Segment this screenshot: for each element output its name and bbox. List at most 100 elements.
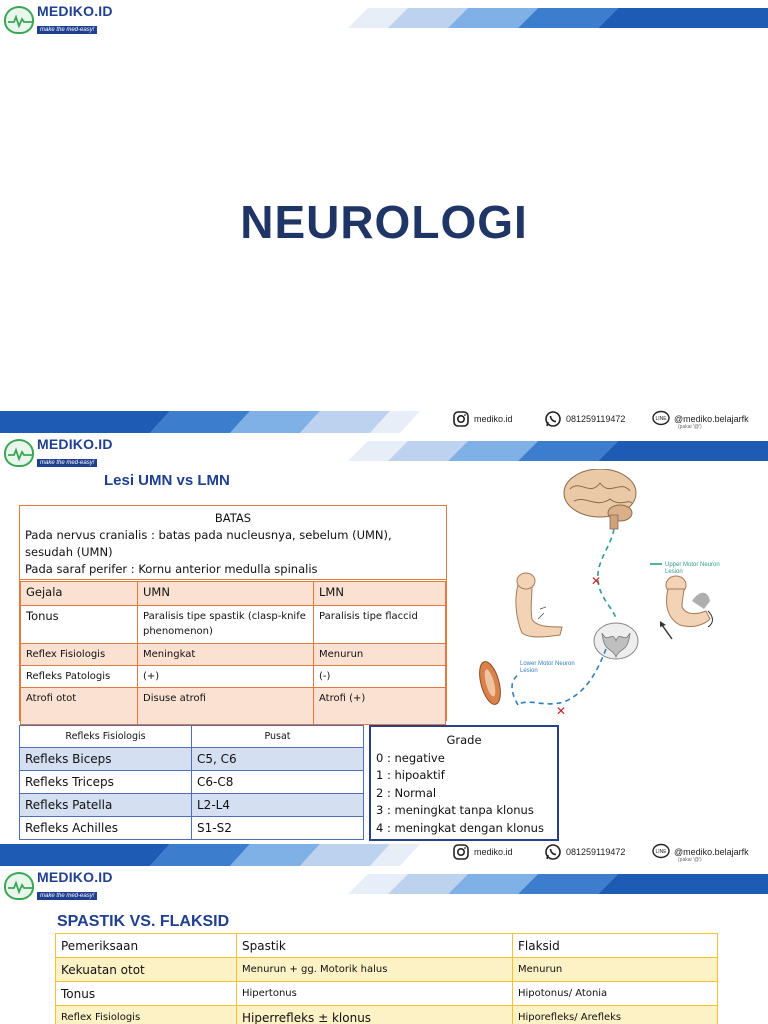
page-title: NEUROLOGI <box>240 196 528 248</box>
table-cell: Refleks Biceps <box>19 747 192 771</box>
table-cell: Menurun <box>512 957 718 982</box>
table-row: Refleks Triceps C6-C8 <box>19 770 364 794</box>
table-row: Kekuatan otot Menurun + gg. Motorik halu… <box>55 957 718 982</box>
instagram-handle: mediko.id <box>474 414 513 424</box>
brand-name: MEDIKO.ID <box>37 436 113 452</box>
table-row: Atrofi otot Disuse atrofi Atrofi (+) <box>20 687 446 725</box>
brand-name: MEDIKO.ID <box>37 869 113 885</box>
table-cell: Tonus <box>20 605 138 644</box>
table-row: Refleks Patella L2-L4 <box>19 793 364 817</box>
table-cell: Menurun <box>313 643 446 666</box>
instagram-contact[interactable]: mediko.id <box>452 410 513 428</box>
table-cell: Hiperrefleks ± klonus <box>236 1005 513 1024</box>
table-cell: Disuse atrofi <box>137 687 314 725</box>
refleks-table: Refleks Fisiologis Pusat Refleks Biceps … <box>19 725 364 840</box>
brand-tagline: make the med-easy! <box>37 26 98 34</box>
header-cell: Spastik <box>236 933 513 958</box>
umn-label-lesion: Lesion <box>665 569 683 575</box>
table-row: Tonus Paralisis tipe spastik (clasp-knif… <box>20 605 446 644</box>
table-row: Reflex Fisiologis Meningkat Menurun <box>20 643 446 666</box>
header-cell: Pusat <box>191 725 364 748</box>
slide-heading: SPASTIK VS. FLAKSID <box>57 913 230 930</box>
umn-pathway <box>597 528 617 620</box>
lmn-lesion-mark: ✕ <box>556 704 566 718</box>
header-cell: Refleks Fisiologis <box>19 725 192 748</box>
whatsapp-icon <box>545 411 561 427</box>
line-contact[interactable]: LINE @mediko.belajarfk <box>652 843 749 861</box>
instagram-icon <box>453 844 469 860</box>
decorative-stripes <box>348 8 768 28</box>
svg-text:LINE: LINE <box>655 416 667 422</box>
lmn-label: Lower Motor Neuron <box>520 661 575 667</box>
instagram-icon <box>453 411 469 427</box>
table-cell: (-) <box>313 665 446 688</box>
lmn-label-lesion: Lesion <box>520 668 538 674</box>
brain-illustration <box>563 469 637 530</box>
table-cell: Reflex Fisiologis <box>20 643 138 666</box>
spastik-flaksid-table: Pemeriksaan Spastik Flaksid Kekuatan oto… <box>55 933 718 1024</box>
decorative-stripes <box>348 874 768 894</box>
grade-item: 0 : negative <box>376 750 445 765</box>
table-header-row: Pemeriksaan Spastik Flaksid <box>55 933 718 958</box>
line-contact[interactable]: LINE @mediko.belajarfk <box>652 410 749 428</box>
table-cell: (+) <box>137 665 314 688</box>
table-row: Reflex Fisiologis Hiperrefleks ± klonus … <box>55 1005 718 1024</box>
table-cell: Meningkat <box>137 643 314 666</box>
footer-stripes <box>0 411 768 433</box>
whatsapp-contact[interactable]: 081259119472 <box>544 410 625 428</box>
table-cell: Refleks Patologis <box>20 665 138 688</box>
table-cell: C6-C8 <box>191 770 364 794</box>
table-cell: Hiporefleks/ Arefleks <box>512 1005 718 1024</box>
grade-item: 4 : meningkat dengan klonus <box>376 820 544 835</box>
table-cell: Refleks Achilles <box>19 816 192 840</box>
table-row: Refleks Biceps C5, C6 <box>19 747 364 771</box>
batas-line: Pada saraf perifer : Kornu anterior medu… <box>25 562 318 576</box>
table-cell: Paralisis tipe spastik (clasp-knife phen… <box>137 605 314 644</box>
table-cell: Reflex Fisiologis <box>55 1005 237 1024</box>
header-cell: Pemeriksaan <box>55 933 237 958</box>
heartbeat-icon <box>4 872 34 900</box>
line-icon: LINE <box>652 410 670 426</box>
table-cell: Refleks Triceps <box>19 770 192 794</box>
table-cell: L2-L4 <box>191 793 364 817</box>
umn-lmn-table: Gejala UMN LMN Tonus Paralisis tipe spas… <box>20 581 446 725</box>
spinal-cord-section <box>593 622 639 660</box>
header-cell: UMN <box>137 581 314 606</box>
table-cell: Paralisis tipe flaccid <box>313 605 446 644</box>
table-cell: S1-S2 <box>191 816 364 840</box>
brand-tagline: make the med-easy! <box>37 459 98 467</box>
header-cell: Gejala <box>20 581 138 606</box>
line-note: (pakai '@') <box>678 857 702 863</box>
heartbeat-icon <box>4 439 34 467</box>
whatsapp-number: 081259119472 <box>566 414 626 424</box>
table-cell: C5, C6 <box>191 747 364 771</box>
table-cell: Hipertonus <box>236 981 513 1006</box>
grade-header: Grade <box>446 733 482 747</box>
grade-item: 1 : hipoaktif <box>376 768 445 782</box>
arm-illustration-left <box>515 572 563 638</box>
lmn-pathway <box>517 648 607 706</box>
table-cell: Tonus <box>55 981 237 1006</box>
slide-spastik-flaksid: MEDIKO.ID make the med-easy! SPASTIK VS.… <box>0 866 768 1024</box>
line-handle: @mediko.belajarfk <box>674 414 749 424</box>
umn-lesion-mark: ✕ <box>591 574 601 588</box>
batas-line: sesudah (UMN) <box>25 545 113 559</box>
decorative-stripes <box>348 441 768 461</box>
grade-box: Grade 0 : negative 1 : hipoaktif 2 : Nor… <box>369 725 559 841</box>
brand-name: MEDIKO.ID <box>37 3 113 19</box>
batas-line: Pada nervus cranialis : batas pada nucle… <box>25 528 392 542</box>
batas-block: BATAS Pada nervus cranialis : batas pada… <box>20 506 446 580</box>
table-row: Refleks Achilles S1-S2 <box>19 816 364 840</box>
slide-title: MEDIKO.ID make the med-easy! NEUROLOGI m… <box>0 0 768 433</box>
line-note: (pakai '@') <box>678 424 702 430</box>
table-cell: Menurun + gg. Motorik halus <box>236 957 513 982</box>
svg-text:LINE: LINE <box>655 849 667 855</box>
batas-header: BATAS <box>214 511 252 525</box>
table-cell: Hipotonus/ Atonia <box>512 981 718 1006</box>
whatsapp-contact[interactable]: 081259119472 <box>544 843 625 861</box>
table-row: Refleks Patologis (+) (-) <box>20 665 446 688</box>
brand-tagline: make the med-easy! <box>37 892 98 900</box>
line-icon: LINE <box>652 843 670 859</box>
header-cell: LMN <box>313 581 446 606</box>
instagram-contact[interactable]: mediko.id <box>452 843 513 861</box>
